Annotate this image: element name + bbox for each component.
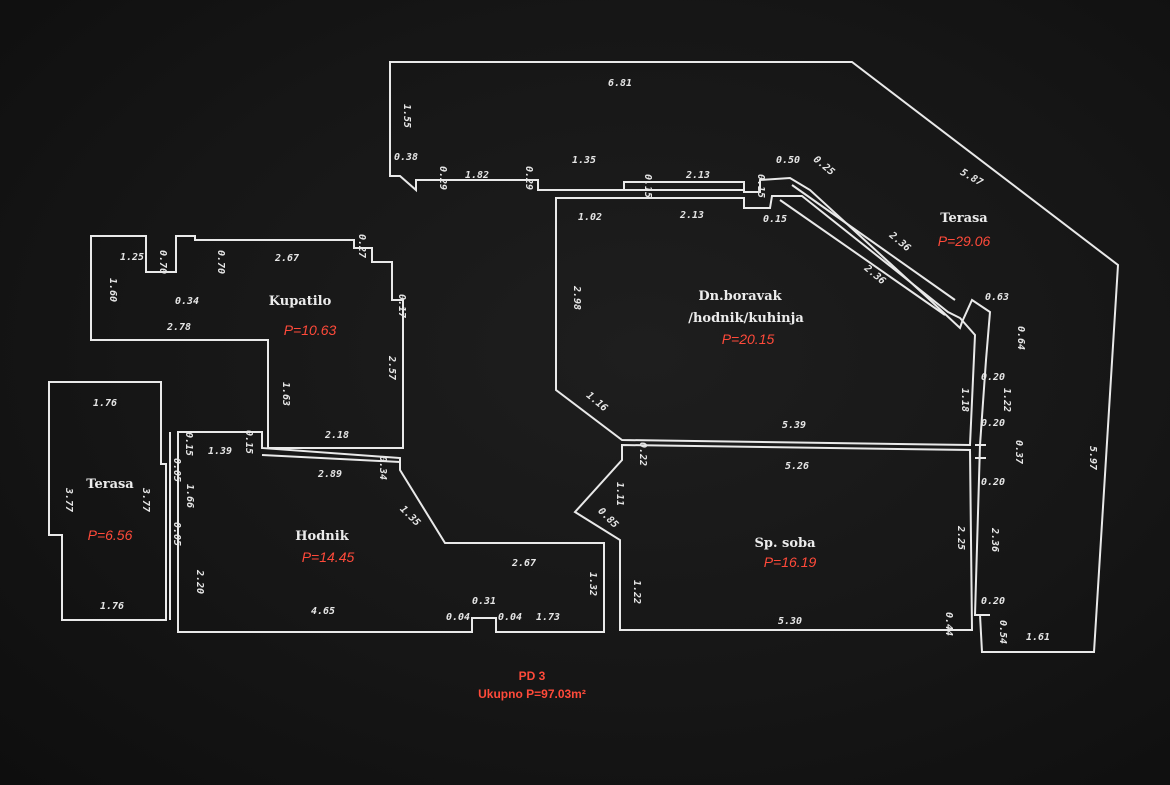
dim-label: 0.05 (171, 522, 182, 546)
dim-label: 0.34 (175, 296, 199, 307)
dim-label: 1.16 (584, 390, 610, 414)
dim-label: 1.73 (536, 612, 560, 623)
dim-label: 1.02 (578, 212, 602, 223)
dim-label: 0.70 (215, 250, 226, 274)
dim-label: 2.13 (679, 210, 704, 221)
dim-label: 0.37 (1013, 440, 1024, 464)
terasa-small-outline (48, 381, 167, 621)
dim-label: 2.89 (317, 469, 342, 480)
dim-label: 2.98 (571, 285, 582, 310)
sp-soba-name: Sp. soba (754, 536, 816, 551)
dim-label: 1.76 (93, 398, 117, 409)
dim-label: 0.29 (523, 166, 534, 190)
unit-label: PD 3 (519, 669, 546, 683)
dim-label: 0.50 (776, 155, 800, 166)
dim-label: 2.67 (511, 558, 536, 569)
dim-label: 3.77 (140, 487, 151, 512)
dim-label: 4.65 (311, 606, 335, 617)
dim-label: 1.18 (959, 388, 970, 412)
dim-label: 1.11 (614, 482, 625, 506)
dim-label: 1.35 (572, 155, 596, 166)
dim-label: 1.25 (120, 252, 144, 263)
dim-label: 2.78 (166, 322, 191, 333)
dim-label: 5.97 (1087, 446, 1098, 470)
dim-label: 1.39 (208, 446, 232, 457)
dim-label: 1.22 (631, 580, 642, 604)
dim-label: 1.60 (107, 278, 118, 302)
dim-label: 0.64 (1015, 326, 1026, 350)
total-area-label: Ukupno P=97.03m² (478, 687, 586, 701)
dim-label: 2.67 (274, 253, 299, 264)
hodnik-inner-wall (261, 454, 401, 463)
kupatilo-area: P=10.63 (284, 322, 337, 338)
dim-label: 0.27 (356, 234, 367, 258)
dim-label: 0.20 (981, 596, 1005, 607)
dim-label: 0.15 (642, 174, 653, 198)
dim-label: 1.22 (1001, 388, 1012, 412)
dim-label: 2.25 (955, 525, 966, 550)
dnevni-boravak-outline (555, 195, 977, 447)
dnevni-name-line1: Dn.boravak (698, 289, 782, 304)
dim-label: 1.63 (280, 382, 291, 406)
dim-label: 0.22 (637, 442, 648, 466)
kupatilo-outline (90, 235, 404, 449)
terasa-large-area: P=29.06 (938, 233, 991, 249)
dnevni-name-line2: /hodnik/kuhinja (688, 311, 804, 326)
terasa-large-name: Terasa (940, 211, 988, 226)
dim-label: 0.34 (377, 456, 388, 480)
diagonal-wall-outer (791, 184, 956, 301)
dim-label: 0.44 (943, 612, 954, 636)
hodnik-name: Hodnik (295, 529, 349, 544)
dnevni-area: P=20.15 (722, 331, 775, 347)
dim-label: 6.81 (608, 78, 632, 89)
dim-label: 2.57 (386, 355, 397, 380)
dim-label: 0.04 (498, 612, 522, 623)
dim-label: 1.66 (184, 484, 195, 508)
dim-label: 5.87 (958, 167, 984, 189)
dim-label: 1.76 (100, 601, 124, 612)
dim-label: 0.31 (472, 596, 496, 607)
dim-label: 0.20 (981, 477, 1005, 488)
dim-label: 0.38 (394, 152, 418, 163)
dim-label: 5.39 (782, 420, 806, 431)
dim-label: 2.18 (324, 430, 349, 441)
dim-label: 0.17 (396, 294, 407, 318)
dim-label: 0.29 (437, 166, 448, 190)
dim-label: 5.30 (778, 616, 802, 627)
dim-label: 0.54 (997, 620, 1008, 644)
sp-soba-area: P=16.19 (764, 554, 817, 570)
dim-label: 1.32 (587, 572, 598, 596)
terasa-large-outline (389, 61, 1120, 653)
dim-label: 1.35 (397, 504, 422, 529)
dim-label: 0.20 (981, 372, 1005, 383)
spavaca-soba-outline (573, 443, 974, 631)
dim-label: 0.70 (157, 250, 168, 274)
dim-label: 1.82 (465, 170, 489, 181)
dim-label: 0.25 (811, 154, 837, 178)
dim-label: 0.04 (446, 612, 470, 623)
dim-label: 0.15 (183, 432, 194, 456)
terasa-small-name: Terasa (86, 477, 134, 492)
dim-label: 2.20 (194, 569, 205, 594)
dim-label: 3.77 (63, 487, 74, 512)
hodnik-area: P=14.45 (302, 549, 355, 565)
diagonal-wall-inner (779, 199, 946, 316)
dim-label: 0.63 (985, 292, 1009, 303)
kupatilo-name: Kupatilo (269, 294, 332, 309)
dim-label: 2.13 (685, 170, 710, 181)
dim-label: 0.15 (763, 214, 787, 225)
dim-label: 5.26 (785, 461, 809, 472)
dim-label: 0.15 (755, 174, 766, 198)
dim-label: 0.15 (243, 430, 254, 454)
dim-label: 0.05 (171, 458, 182, 482)
hodnik-outline (177, 431, 605, 633)
terasa-small-area: P=6.56 (88, 527, 133, 543)
dim-label: 2.36 (886, 229, 912, 254)
dim-label: 2.36 (989, 527, 1000, 552)
dim-label: 0.20 (981, 418, 1005, 429)
dim-label: 1.55 (401, 104, 412, 128)
dim-label: 1.61 (1026, 632, 1050, 643)
